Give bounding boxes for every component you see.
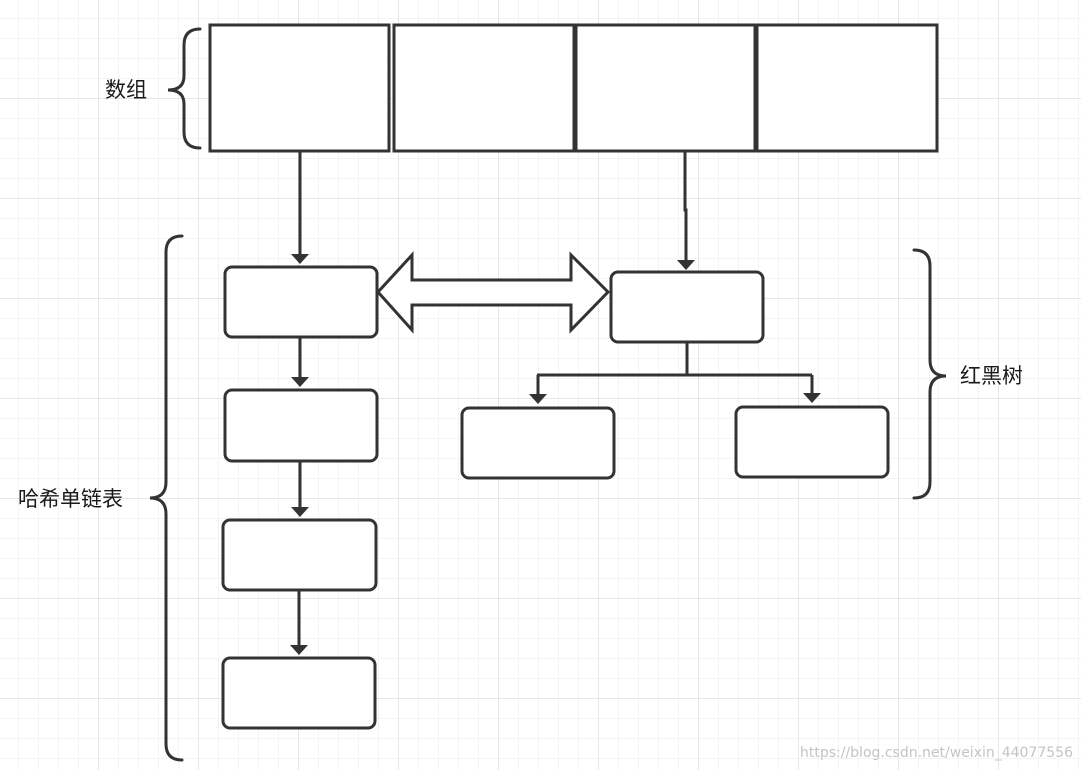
tree-brace	[912, 248, 947, 500]
tree-edges	[529, 343, 821, 404]
rb-tree-label: 红黑树	[960, 364, 1023, 388]
array-cell	[755, 23, 939, 153]
list-node	[221, 656, 377, 730]
conversion-double-arrow	[375, 251, 611, 334]
hash-list-label: 哈希单链表	[18, 487, 123, 511]
linked-list	[221, 265, 379, 730]
array-cell	[208, 23, 391, 153]
array	[208, 23, 939, 153]
list-node	[223, 265, 379, 339]
tree-right-node	[734, 405, 890, 479]
list-node	[221, 518, 378, 592]
array-label: 数组	[105, 78, 147, 102]
list-node	[223, 388, 379, 463]
list-brace	[149, 234, 184, 762]
rb-tree	[460, 270, 890, 480]
array-brace	[167, 27, 202, 150]
array-cell	[392, 23, 576, 153]
array-to-tree-arrow	[677, 152, 695, 270]
watermark: https://blog.csdn.net/weixin_44077556	[799, 745, 1073, 761]
array-cell	[574, 23, 757, 153]
tree-root-node	[609, 270, 765, 344]
list-arrows	[290, 338, 309, 655]
tree-left-node	[460, 406, 616, 480]
